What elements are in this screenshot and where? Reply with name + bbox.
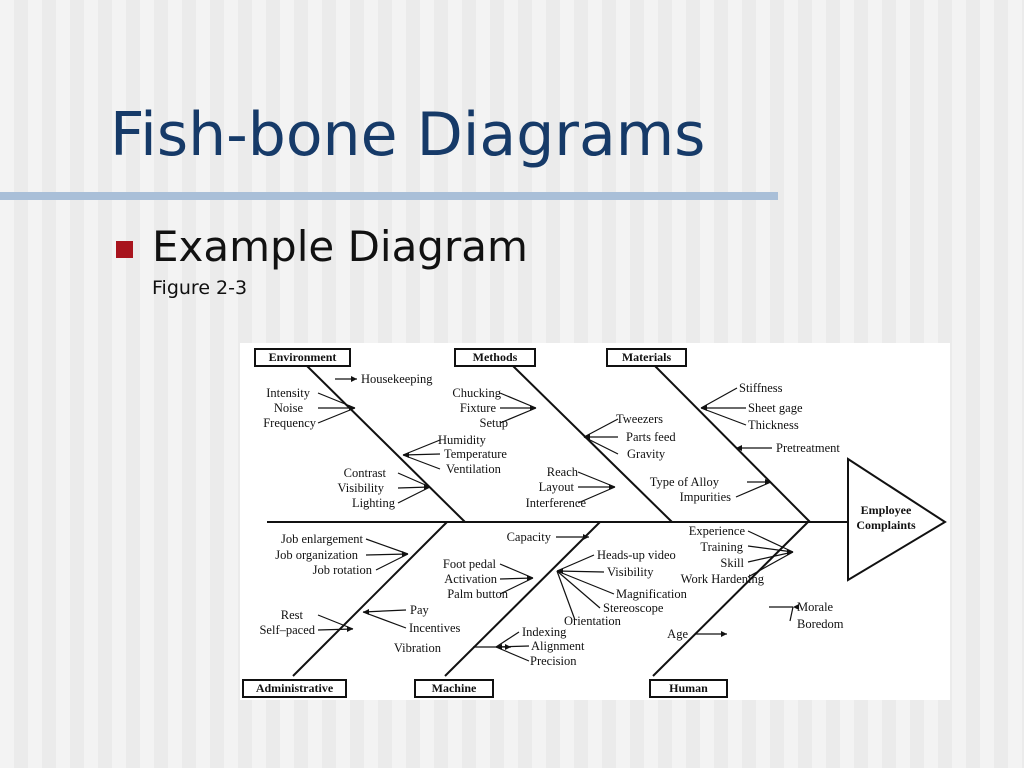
cause-incentives: Incentives: [409, 621, 461, 635]
cause-noise: Noise: [273, 401, 303, 415]
bone-materials: [653, 364, 811, 523]
cause-frequency: Frequency: [263, 416, 316, 430]
cause-morale: Morale: [797, 600, 834, 614]
cause-precision: Precision: [530, 654, 577, 668]
cause-temperature: Temperature: [444, 447, 507, 461]
sub-bones: [317, 378, 794, 662]
fishbone-diagram: Environment Methods Materials Administra…: [240, 343, 950, 700]
figure-caption: Figure 2-3: [152, 277, 248, 299]
category-administrative: Administrative: [242, 679, 347, 698]
cause-intensity: Intensity: [266, 386, 310, 400]
effect-label: Employee Complaints: [841, 503, 931, 533]
effect-line-1: Employee: [860, 503, 912, 517]
bone-human: [652, 521, 809, 677]
cause-skill: Skill: [720, 556, 744, 570]
cause-setup: Setup: [479, 416, 508, 430]
fishbone-lines: [267, 364, 947, 677]
cause-lighting: Lighting: [351, 496, 395, 510]
bone-environment: [305, 364, 466, 523]
cause-parts-feed: Parts feed: [626, 430, 676, 444]
cause-age: Age: [667, 627, 688, 641]
cause-indexing: Indexing: [522, 625, 567, 639]
bone-machine: [444, 521, 601, 677]
effect-line-2: Complaints: [856, 518, 916, 532]
cause-magnification: Magnification: [616, 587, 687, 601]
cause-chucking: Chucking: [452, 386, 501, 400]
cause-stiffness: Stiffness: [739, 381, 783, 395]
cause-sheet-gage: Sheet gage: [748, 401, 803, 415]
cause-visibility-machine: Visibility: [607, 565, 654, 579]
cause-contrast: Contrast: [343, 466, 386, 480]
category-methods: Methods: [454, 348, 536, 367]
cause-ventilation: Ventilation: [446, 462, 501, 476]
cause-self-paced: Self–paced: [259, 623, 315, 637]
cause-orientation: Orientation: [564, 614, 621, 628]
cause-visibility-env: Visibility: [337, 481, 384, 495]
cause-reach: Reach: [546, 465, 578, 479]
cause-humidity: Humidity: [438, 433, 486, 447]
cause-experience: Experience: [688, 524, 745, 538]
bullet-heading: Example Diagram: [152, 222, 528, 271]
cause-tweezers: Tweezers: [616, 412, 664, 426]
cause-pretreatment: Pretreatment: [776, 441, 840, 455]
cause-rest: Rest: [280, 608, 303, 622]
cause-job-organization: Job organization: [275, 548, 358, 562]
category-human: Human: [649, 679, 728, 698]
cause-activation: Activation: [444, 572, 497, 586]
cause-housekeeping: Housekeeping: [361, 372, 433, 386]
cause-foot-pedal: Foot pedal: [442, 557, 496, 571]
cause-thickness: Thickness: [748, 418, 799, 432]
cause-impurities: Impurities: [679, 490, 731, 504]
cause-stereoscope: Stereoscope: [603, 601, 664, 615]
cause-heads-up-video: Heads-up video: [597, 548, 676, 562]
category-environment: Environment: [254, 348, 351, 367]
cause-boredom: Boredom: [797, 617, 844, 631]
bullet-marker-icon: [116, 241, 133, 258]
category-materials: Materials: [606, 348, 687, 367]
category-machine: Machine: [414, 679, 494, 698]
fish-head-shape: [847, 457, 947, 582]
cause-alignment: Alignment: [531, 639, 585, 653]
cause-work-hardening: Work Hardening: [680, 572, 764, 586]
arrow-heads: [347, 376, 799, 650]
cause-gravity: Gravity: [627, 447, 666, 461]
cause-vibration: Vibration: [393, 641, 441, 655]
title-divider: [0, 192, 778, 200]
cause-fixture: Fixture: [459, 401, 496, 415]
cause-pay: Pay: [410, 603, 429, 617]
cause-type-of-alloy: Type of Alloy: [649, 475, 719, 489]
cause-capacity: Capacity: [506, 530, 551, 544]
bone-methods: [511, 364, 673, 523]
cause-job-enlargement: Job enlargement: [280, 532, 363, 546]
cause-layout: Layout: [538, 480, 574, 494]
cause-interference: Interference: [525, 496, 586, 510]
cause-palm-button: Palm button: [447, 587, 508, 601]
cause-job-rotation: Job rotation: [312, 563, 372, 577]
cause-training: Training: [700, 540, 743, 554]
slide-title: Fish-bone Diagrams: [110, 100, 706, 170]
bone-administrative: [292, 521, 448, 677]
